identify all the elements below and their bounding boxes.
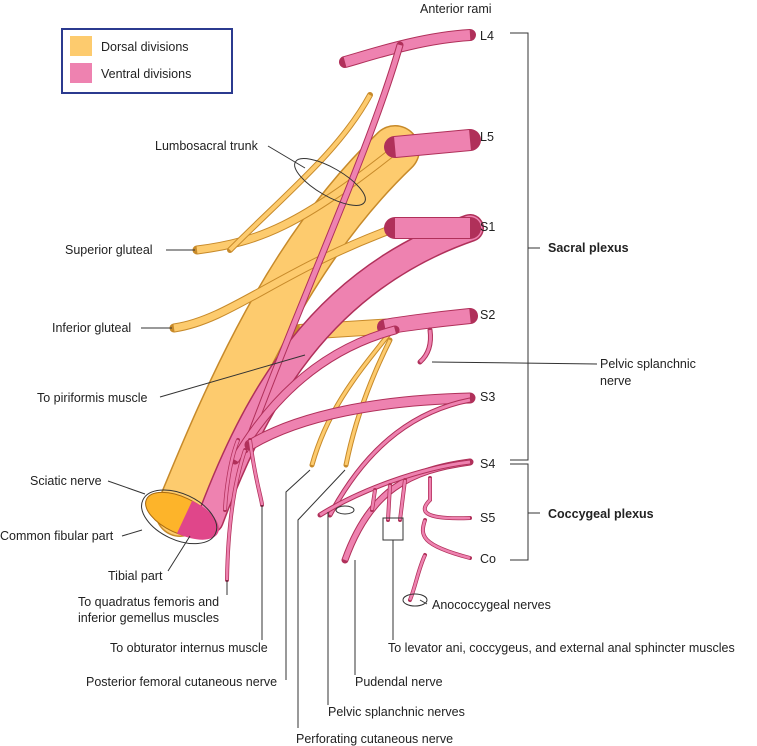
label-pelvic-splanchnic-nerve: Pelvic splanchnic bbox=[600, 357, 696, 371]
legend-swatch-dorsal bbox=[70, 36, 92, 56]
s3-branch bbox=[328, 398, 471, 516]
label-tibial-part: Tibial part bbox=[108, 569, 163, 583]
ramus-label-s3: S3 bbox=[480, 390, 495, 404]
s2-ventral-branch bbox=[231, 326, 396, 462]
label-quadratus-femoris: To quadratus femoris and bbox=[78, 595, 219, 609]
legend-label-ventral: Ventral divisions bbox=[101, 67, 191, 81]
label-perforating-cutaneous: Perforating cutaneous nerve bbox=[296, 732, 453, 746]
ramus-label-co: Co bbox=[480, 552, 496, 566]
lumbosacral-trunk-dorsal bbox=[228, 94, 372, 252]
label-pelvic-splanchnic-nerve-line2: nerve bbox=[600, 374, 631, 388]
ramus-label-s2: S2 bbox=[480, 308, 495, 322]
label-common-fibular-part: Common fibular part bbox=[0, 529, 114, 543]
pudendal-ring bbox=[335, 505, 355, 515]
inferior-gluteal-nerve bbox=[173, 224, 397, 332]
s5-ramus bbox=[423, 478, 471, 520]
label-lumbosacral-trunk: Lumbosacral trunk bbox=[155, 139, 259, 153]
label-quadratus-femoris-line2: inferior gemellus muscles bbox=[78, 611, 219, 625]
dorsal-branch bbox=[310, 325, 397, 466]
coccygeal-ramus bbox=[408, 519, 471, 601]
ramus-label-s5: S5 bbox=[480, 511, 495, 525]
ramus-label-l4: L4 bbox=[480, 29, 494, 43]
anterior-rami-heading: Anterior rami bbox=[420, 2, 492, 16]
ramus-label-s1: S1 bbox=[480, 220, 495, 234]
pelvic-splanchnic-nerve bbox=[418, 329, 432, 364]
label-superior-gluteal: Superior gluteal bbox=[65, 243, 153, 257]
s3-ramus bbox=[247, 393, 471, 449]
anococcygeal-ring bbox=[402, 593, 428, 607]
label-to-piriformis: To piriformis muscle bbox=[37, 391, 147, 405]
legend-swatch-ventral bbox=[70, 63, 92, 83]
label-obturator-internus: To obturator internus muscle bbox=[110, 641, 268, 655]
levator-branches bbox=[370, 479, 407, 521]
muscular-branches bbox=[223, 439, 264, 581]
label-pudendal-nerve: Pudendal nerve bbox=[355, 675, 443, 689]
coccygeal-plexus-label: Coccygeal plexus bbox=[548, 507, 654, 521]
label-levator-ani: To levator ani, coccygeus, and external … bbox=[388, 641, 735, 655]
superior-gluteal-nerve bbox=[196, 147, 398, 254]
l4-ventral-division bbox=[242, 44, 403, 451]
dorsal-branch bbox=[344, 339, 392, 466]
legend-label-dorsal: Dorsal divisions bbox=[101, 40, 189, 54]
legend: Dorsal divisions Ventral divisions bbox=[61, 28, 233, 94]
sacral-plexus-bracket bbox=[510, 32, 540, 461]
sciatic-nerve-dorsal bbox=[156, 126, 419, 536]
s4-branch bbox=[319, 460, 471, 517]
sacral-plexus-label: Sacral plexus bbox=[548, 241, 629, 255]
l5-ramus bbox=[394, 130, 471, 157]
coccygeal-plexus-bracket bbox=[510, 463, 540, 561]
ventral-nerves bbox=[196, 29, 484, 602]
label-inferior-gluteal: Inferior gluteal bbox=[52, 321, 131, 335]
label-sciatic-nerve: Sciatic nerve bbox=[30, 474, 102, 488]
s2-ramus bbox=[383, 309, 471, 334]
ramus-label-l5: L5 bbox=[480, 130, 494, 144]
sciatic-cut-end bbox=[141, 489, 219, 545]
leader-lines bbox=[107, 145, 598, 728]
label-anococcygeal-nerves: Anococcygeal nerves bbox=[432, 598, 551, 612]
label-pelvic-splanchnic-nerves: Pelvic splanchnic nerves bbox=[328, 705, 465, 719]
label-posterior-femoral-cutaneous: Posterior femoral cutaneous nerve bbox=[86, 675, 277, 689]
ramus-label-s4: S4 bbox=[480, 457, 495, 471]
